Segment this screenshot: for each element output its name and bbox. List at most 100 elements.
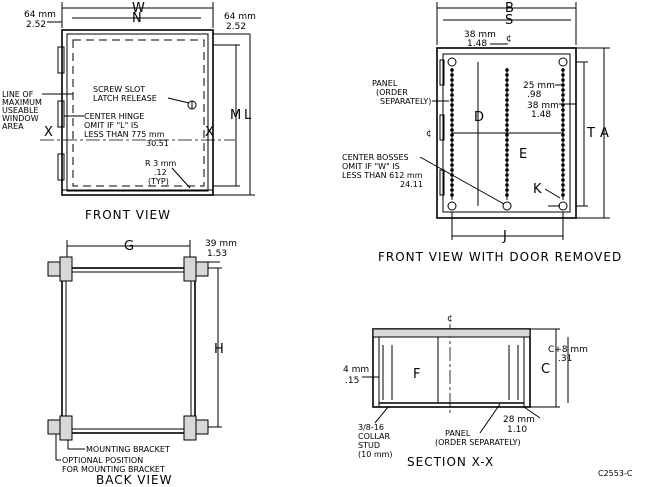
top38-mm: 38 mm bbox=[464, 30, 496, 40]
front-view-caption: FRONT VIEW bbox=[85, 208, 171, 222]
svg-text:30.51: 30.51 bbox=[146, 139, 169, 148]
front-view: W N 64 mm 2.52 64 mm 2.52 M L bbox=[2, 1, 256, 222]
mounting-hole bbox=[561, 113, 565, 117]
svg-text:MAXIMUM: MAXIMUM bbox=[2, 98, 42, 107]
n25-in: .98 bbox=[527, 90, 542, 100]
back-right-mm: 39 mm bbox=[205, 239, 237, 249]
mounting-hole bbox=[450, 158, 454, 162]
mounting-hole bbox=[505, 118, 509, 122]
svg-text:LESS THAN 775 mm: LESS THAN 775 mm bbox=[84, 130, 165, 139]
mounting-hole bbox=[450, 193, 454, 197]
mounting-hole bbox=[450, 128, 454, 132]
svg-text:STUD: STUD bbox=[358, 441, 380, 450]
dim-e-label: E bbox=[519, 147, 527, 162]
mounting-hole bbox=[505, 83, 509, 87]
centerline-left: ¢ bbox=[426, 129, 432, 139]
mounting-hole bbox=[505, 178, 509, 182]
mounting-hole bbox=[450, 93, 454, 97]
front-left-in: 2.52 bbox=[26, 20, 46, 30]
dim-g-label: G bbox=[124, 239, 134, 254]
mounting-hole bbox=[450, 118, 454, 122]
svg-text:(10 mm): (10 mm) bbox=[358, 450, 393, 459]
drawing-number: C2553-C bbox=[598, 469, 633, 478]
mounting-hole bbox=[505, 193, 509, 197]
mounting-hole bbox=[450, 88, 454, 92]
mounting-hole bbox=[561, 123, 565, 127]
mounting-hole bbox=[561, 138, 565, 142]
mounting-hole bbox=[505, 153, 509, 157]
mounting-brackets bbox=[47, 256, 209, 441]
mounting-hole bbox=[450, 98, 454, 102]
top38-in: 1.48 bbox=[467, 39, 487, 49]
mounting-hole bbox=[561, 133, 565, 137]
mounting-hole bbox=[450, 168, 454, 172]
svg-text:(TYP): (TYP) bbox=[148, 177, 169, 186]
svg-text:PANEL: PANEL bbox=[372, 79, 398, 88]
mounting-hole bbox=[450, 78, 454, 82]
front-right-mm: 64 mm bbox=[224, 12, 256, 22]
svg-text:USEABLE: USEABLE bbox=[2, 106, 38, 115]
dim-k-label: K bbox=[533, 182, 542, 197]
back-view: G 39 mm 1.53 H MOUNTING BRACKET OPTIONAL… bbox=[47, 239, 237, 487]
svg-text:SEPARATELY): SEPARATELY) bbox=[380, 97, 431, 106]
mounting-hole bbox=[450, 163, 454, 167]
front-left-mm: 64 mm bbox=[24, 10, 56, 20]
mounting-hole bbox=[561, 128, 565, 132]
optional-note-line1: OPTIONAL POSITION bbox=[62, 456, 143, 465]
mounting-hole bbox=[450, 173, 454, 177]
optional-note-line2: FOR MOUNTING BRACKET bbox=[62, 465, 165, 474]
svg-text:LINE OF: LINE OF bbox=[2, 90, 34, 99]
mounting-hole bbox=[561, 173, 565, 177]
x-left-label: X bbox=[44, 125, 53, 140]
mounting-hole bbox=[561, 73, 565, 77]
svg-text:AREA: AREA bbox=[2, 122, 24, 131]
mounting-hole bbox=[561, 68, 565, 72]
mounting-hole bbox=[450, 138, 454, 142]
mounting-hole bbox=[505, 163, 509, 167]
mounting-hole bbox=[505, 148, 509, 152]
dim-w-label: W bbox=[132, 1, 145, 16]
section-caption: SECTION X-X bbox=[407, 455, 494, 469]
n38-in: 1.48 bbox=[531, 110, 551, 120]
dim-s-label: S bbox=[505, 13, 513, 28]
dim-m-label: M bbox=[230, 108, 241, 123]
svg-text:(ORDER SEPARATELY): (ORDER SEPARATELY) bbox=[435, 438, 521, 447]
mounting-hole bbox=[505, 108, 509, 112]
mounting-hole bbox=[561, 178, 565, 182]
mounting-hole bbox=[561, 143, 565, 147]
left4-mm: 4 mm bbox=[343, 365, 369, 375]
door-removed-caption: FRONT VIEW WITH DOOR REMOVED bbox=[378, 250, 622, 264]
svg-text:WINDOW: WINDOW bbox=[2, 114, 39, 123]
mounting-hole bbox=[561, 118, 565, 122]
mounting-hole bbox=[505, 93, 509, 97]
center-hinge-note: CENTER HINGE OMIT IF "L" IS LESS THAN 77… bbox=[84, 112, 169, 148]
back-right-in: 1.53 bbox=[207, 249, 227, 259]
svg-text:SCREW SLOT: SCREW SLOT bbox=[93, 85, 145, 94]
mounting-bracket-note: MOUNTING BRACKET bbox=[86, 445, 170, 454]
svg-text:(ORDER: (ORDER bbox=[376, 88, 408, 97]
front-right-in: 2.52 bbox=[226, 22, 246, 32]
dim-b-label: B bbox=[505, 1, 514, 16]
back-view-caption: BACK VIEW bbox=[96, 473, 173, 487]
section-view: ¢ F C C+8 mm .31 4 mm .15 3/8-16 COLLAR bbox=[343, 314, 588, 469]
panel-note: PANEL (ORDER SEPARATELY) bbox=[372, 79, 431, 106]
mounting-hole bbox=[561, 103, 565, 107]
mounting-hole bbox=[505, 103, 509, 107]
dim-h-label: H bbox=[214, 342, 224, 357]
mounting-hole bbox=[561, 153, 565, 157]
mounting-hole bbox=[450, 68, 454, 72]
svg-text:CENTER HINGE: CENTER HINGE bbox=[84, 112, 144, 121]
mounting-hole bbox=[505, 78, 509, 82]
mounting-hole bbox=[505, 73, 509, 77]
mounting-hole bbox=[505, 68, 509, 72]
svg-text:PANEL: PANEL bbox=[445, 429, 471, 438]
center-bosses-note: CENTER BOSSES OMIT IF "W" IS LESS THAN 6… bbox=[342, 153, 423, 189]
mounting-hole bbox=[561, 88, 565, 92]
dim-l-label: L bbox=[244, 108, 252, 123]
window-note: LINE OF MAXIMUM USEABLE WINDOW AREA bbox=[2, 90, 42, 131]
mounting-hole bbox=[450, 183, 454, 187]
mounting-hole bbox=[561, 98, 565, 102]
mounting-hole bbox=[450, 153, 454, 157]
mounting-hole bbox=[505, 133, 509, 137]
mounting-hole bbox=[561, 108, 565, 112]
